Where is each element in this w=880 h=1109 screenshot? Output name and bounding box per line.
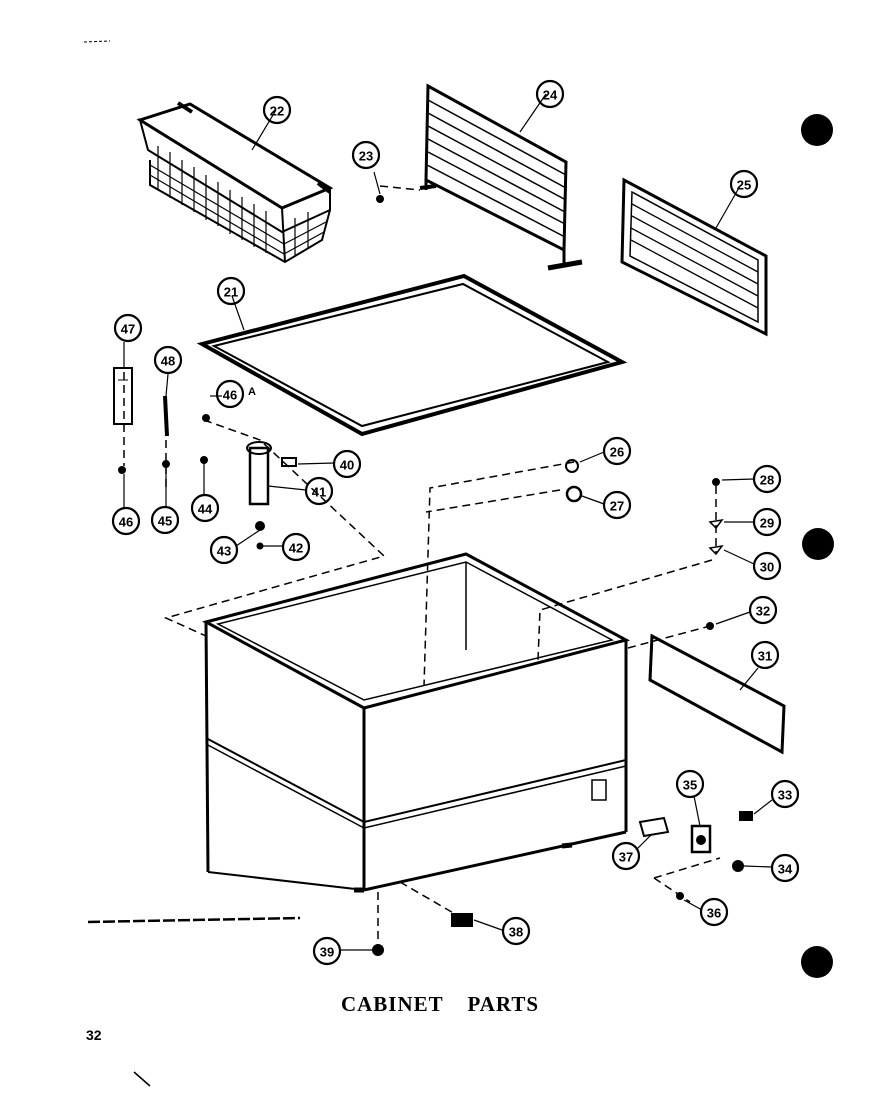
- callout-31: 31: [758, 649, 772, 664]
- callout-36: 36: [707, 906, 721, 921]
- cover-panel-part-25: [620, 177, 768, 337]
- scan-marks: [83, 40, 301, 1087]
- callout-30: 30: [760, 560, 774, 575]
- callout-circles: [111, 79, 800, 966]
- callout-29: 29: [760, 516, 774, 531]
- access-panel-part-31: [648, 633, 786, 755]
- callout-25: 25: [737, 178, 751, 193]
- callout-suffix-a: A: [248, 386, 256, 398]
- callout-44: 44: [198, 502, 213, 517]
- page-number: 32: [86, 1027, 102, 1043]
- cabinet-body: [201, 552, 631, 893]
- callout-32: 32: [756, 604, 770, 619]
- gasket-frame-part-21: [196, 273, 628, 437]
- callout-27: 27: [610, 499, 624, 514]
- page-title: CABINET PARTS: [340, 992, 540, 1016]
- callout-47: 47: [121, 322, 135, 337]
- callout-43: 43: [217, 544, 231, 559]
- assembly-lines: [123, 185, 721, 946]
- callout-34: 34: [778, 862, 793, 877]
- callout-22: 22: [270, 104, 284, 119]
- callout-24: 24: [543, 88, 558, 103]
- binder-hole-top: [801, 114, 833, 146]
- binder-hole-bottom: [801, 946, 833, 978]
- callout-39: 39: [320, 945, 334, 960]
- callout-48: 48: [161, 354, 175, 369]
- divider-grille-part-24: [419, 83, 583, 271]
- callout-46: 46: [119, 515, 133, 530]
- callout-26: 26: [610, 445, 624, 460]
- callout-38: 38: [509, 925, 523, 940]
- callout-35: 35: [683, 778, 697, 793]
- callout-28: 28: [760, 473, 774, 488]
- hardware-parts: [113, 195, 753, 956]
- callout-33: 33: [778, 788, 792, 803]
- callout-41: 41: [312, 485, 326, 500]
- callout-42: 42: [289, 541, 303, 556]
- callout-23: 23: [359, 149, 373, 164]
- callout-40: 40: [340, 458, 354, 473]
- binder-hole-middle: [802, 528, 834, 560]
- callout-37: 37: [619, 850, 633, 865]
- callout-46a: 46: [223, 388, 237, 403]
- callout-21: 21: [224, 285, 238, 300]
- wire-basket-part-22: [136, 101, 334, 264]
- callout-45: 45: [158, 514, 172, 529]
- leader-lines: [123, 93, 773, 951]
